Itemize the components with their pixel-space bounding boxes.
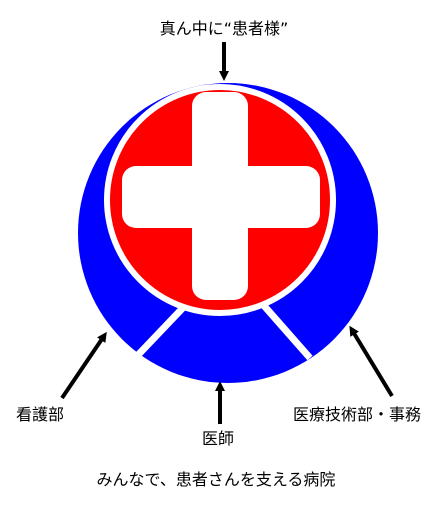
label-nursing: 看護部 bbox=[16, 405, 64, 424]
medical-cross-icon bbox=[122, 92, 320, 300]
label-technical-admin: 医療技術部・事務 bbox=[293, 405, 421, 424]
arrow-right bbox=[349, 325, 394, 398]
arrow-left bbox=[60, 331, 107, 400]
label-doctors: 医師 bbox=[202, 429, 234, 448]
caption: みんなで、患者さんを支える病院 bbox=[97, 470, 336, 489]
label-patient: 真ん中に“患者様” bbox=[160, 19, 289, 38]
